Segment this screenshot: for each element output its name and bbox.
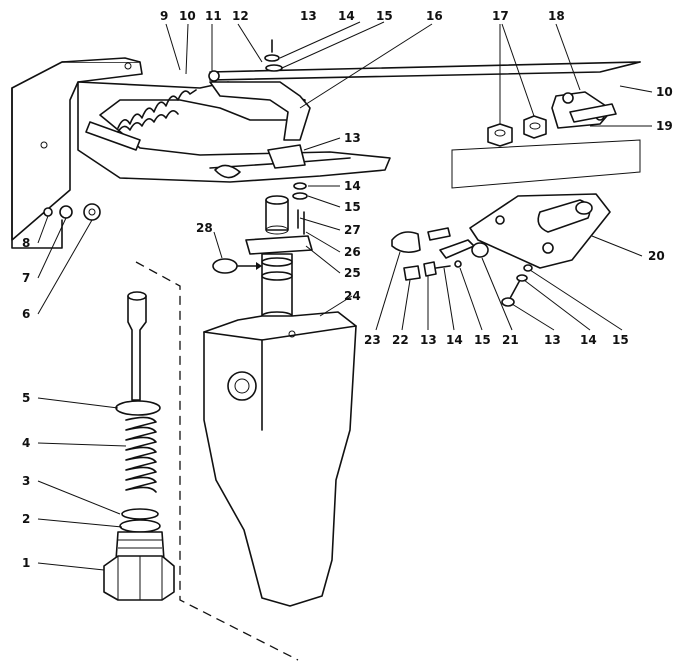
leader-lines [37,21,653,571]
callout-11: 11 [205,9,222,23]
plunger-assembly [103,291,175,601]
top-fasteners [264,39,283,72]
central-shaft [245,195,313,321]
callout-26: 26 [344,245,361,259]
callout-13: 13 [300,9,317,23]
callout-21: 21 [502,333,519,347]
dashed-box [451,139,641,189]
linkage-rod [208,61,641,82]
callout-9: 9 [160,9,168,23]
nuts-pair [487,115,547,147]
callout-27: 27 [344,223,361,237]
tension-spring [117,89,197,133]
callout-5: 5 [22,391,30,405]
callout-24: 24 [344,289,361,303]
center-washers [292,182,308,235]
callout-13: 13 [544,333,561,347]
callout-14: 14 [446,333,463,347]
governor-housing [203,311,357,607]
callout-1: 1 [22,556,30,570]
callout-13: 13 [344,131,361,145]
lever-arm [209,81,311,169]
callout-10: 10 [656,85,673,99]
callout-17: 17 [492,9,509,23]
callout-18: 18 [548,9,565,23]
callout-15: 15 [474,333,491,347]
callout-13: 13 [420,333,437,347]
pivot-bracket [469,193,611,269]
callout-7: 7 [22,271,30,285]
callout-15: 15 [344,200,361,214]
callout-14: 14 [338,9,355,23]
o-ring [212,258,238,274]
callout-15: 15 [612,333,629,347]
right-fasteners [501,264,533,307]
callout-8: 8 [22,236,30,250]
bell-crank [551,91,617,129]
callout-22: 22 [392,333,409,347]
callout-2: 2 [22,512,30,526]
callout-labels: 1 2 3 4 5 6 7 8 9 10 11 12 13 14 15 16 1… [22,9,673,570]
callout-15: 15 [376,9,393,23]
callout-14: 14 [580,333,597,347]
callout-28: 28 [196,221,213,235]
callout-16: 16 [426,9,443,23]
callout-19: 19 [656,119,673,133]
callout-12: 12 [232,9,249,23]
callout-20: 20 [648,249,665,263]
callout-3: 3 [22,474,30,488]
callout-4: 4 [22,436,30,450]
small-parts-row [391,227,489,281]
callout-10: 10 [179,9,196,23]
callout-14: 14 [344,179,361,193]
callout-6: 6 [22,307,30,321]
callout-23: 23 [364,333,381,347]
callout-25: 25 [344,266,361,280]
